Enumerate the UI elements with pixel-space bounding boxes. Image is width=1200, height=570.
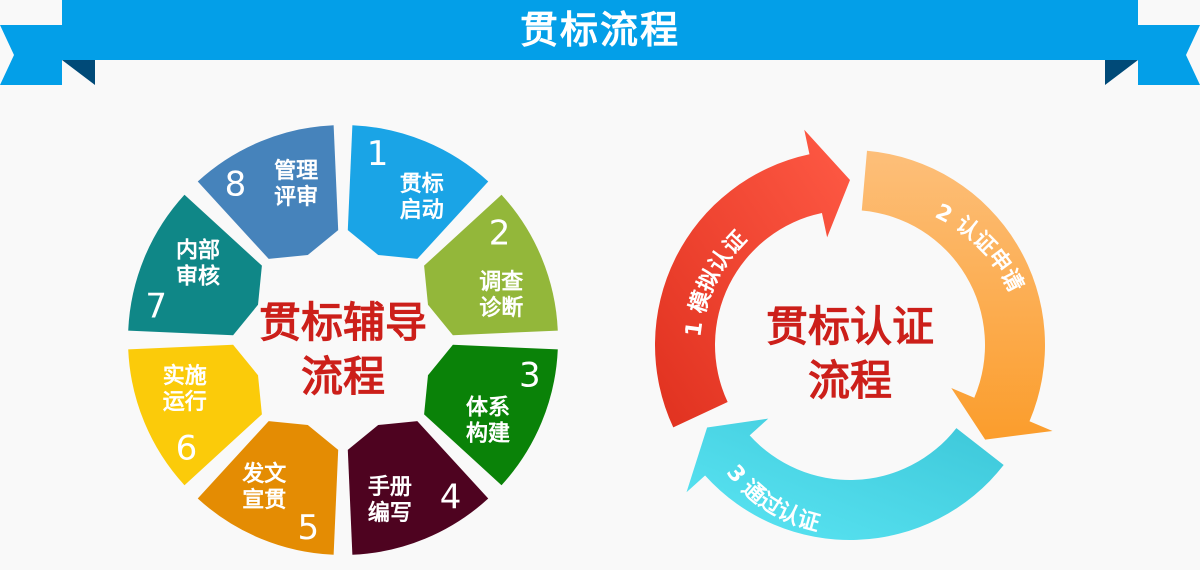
wheel-segment-4-label: 编写: [368, 500, 412, 526]
wheel-segment-8-label: 评审: [274, 184, 318, 210]
guidance-center-title: 贯标辅导 流程: [233, 296, 453, 404]
wheel-segment-3-label: 体系: [466, 396, 510, 421]
ribbon-left-fold: [62, 60, 95, 85]
wheel-segment-7-label: 内部: [176, 237, 220, 263]
wheel-segment-6-number: 6: [176, 429, 198, 469]
certification-center-title: 贯标认证 流程: [740, 300, 960, 408]
wheel-segment-1-label: 启动: [400, 197, 444, 223]
wheel-segment-1-label: 贯标: [400, 171, 444, 197]
wheel-segment-8-number: 8: [225, 164, 247, 204]
wheel-segment-7: [128, 194, 262, 336]
certification-title-line1: 贯标认证: [765, 302, 934, 351]
wheel-segment-3-number: 3: [519, 356, 541, 396]
step-3-arrow: [686, 418, 1004, 541]
wheel-segment-6: [128, 344, 262, 486]
wheel-segment-5-label: 宣贯: [242, 487, 286, 513]
wheel-segment-8: [197, 125, 339, 259]
wheel-segment-7-number: 7: [145, 286, 167, 326]
wheel-segment-8-label: 管理: [274, 158, 318, 184]
guidance-title-line2: 流程: [300, 352, 385, 401]
wheel-segment-2: [424, 194, 558, 336]
certification-title-line2: 流程: [807, 356, 892, 405]
wheel-segment-7-label: 审核: [176, 263, 220, 289]
page-title: 贯标流程: [519, 8, 680, 52]
wheel-segment-3-label: 构建: [466, 421, 510, 447]
wheel-segment-5-label: 发文: [241, 461, 287, 487]
guidance-title-line1: 贯标辅导: [258, 298, 427, 347]
wheel-segment-4-label: 手册: [368, 475, 412, 500]
wheel-segment-2-label: 调查: [479, 270, 523, 295]
wheel-segment-5-number: 5: [298, 508, 320, 548]
wheel-segment-1: [347, 125, 489, 259]
ribbon-body: [62, 0, 1138, 60]
wheel-segment-5: [197, 421, 339, 555]
wheel-segment-4: [347, 421, 489, 555]
wheel-segment-2-number: 2: [489, 213, 511, 253]
ribbon-left-tail: [0, 25, 62, 85]
step-1-arrow: [654, 129, 850, 428]
banner-ribbon: [0, 0, 1200, 85]
wheel-segment-6-label: 实施: [163, 363, 207, 389]
wheel-segment-3: [424, 344, 558, 486]
ribbon-right-fold: [1105, 60, 1138, 85]
wheel-segment-4-number: 4: [440, 478, 462, 518]
wheel-segment-1-number: 1: [367, 134, 389, 174]
step-2-arrow: [861, 150, 1053, 440]
ribbon-right-tail: [1138, 25, 1200, 85]
wheel-segment-2-label: 诊断: [479, 295, 523, 321]
certification-cycle: 1 模拟认证 2 认证申请 3 通过认证: [654, 129, 1053, 541]
wheel-segment-6-label: 运行: [163, 389, 207, 415]
